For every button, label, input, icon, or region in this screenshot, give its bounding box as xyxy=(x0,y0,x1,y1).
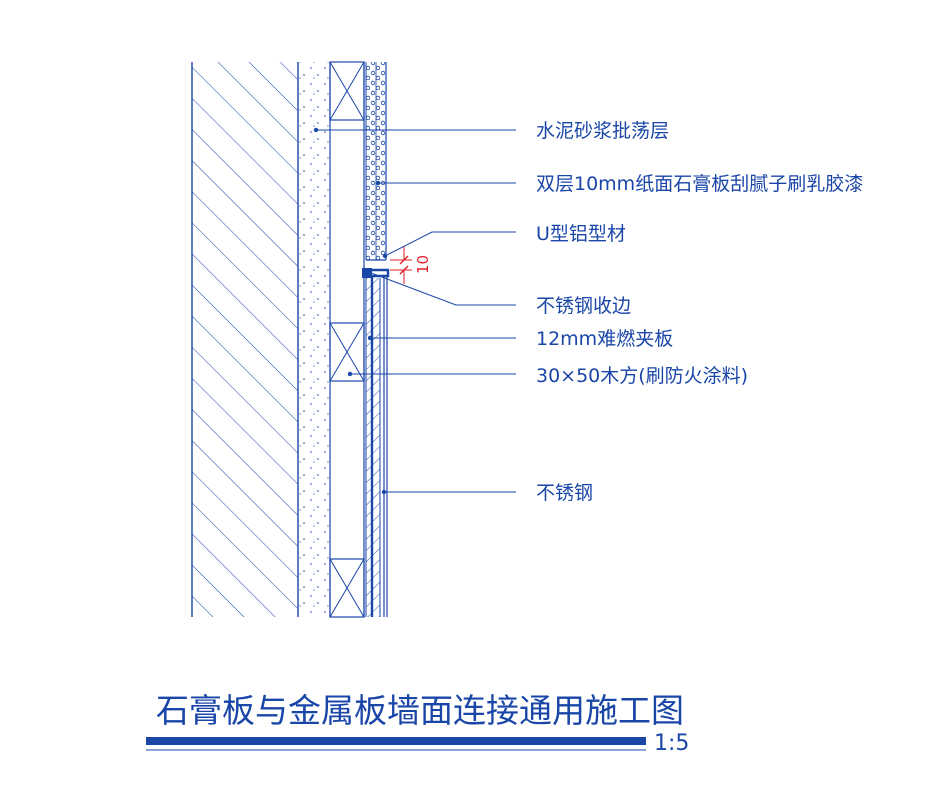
label-gypsum-board: 双层10mm纸面石膏板刮腻子刷乳胶漆 xyxy=(536,172,863,195)
title-underline-thick xyxy=(146,737,646,745)
masonry-wall xyxy=(191,62,299,617)
label-wood-batten: 30×50木方(刷防火涂料) xyxy=(536,365,748,387)
gypsum-board-layer xyxy=(365,62,387,261)
cement-mortar-layer xyxy=(298,62,331,617)
drawing-title: 石膏板与金属板墙面连接通用施工图 xyxy=(156,691,684,730)
label-fire-board: 12mm难燃夹板 xyxy=(536,328,673,350)
stainless-steel-layer xyxy=(383,276,388,617)
dimension-10: 10 xyxy=(390,246,432,284)
leader-lines xyxy=(313,127,516,495)
label-u-aluminum: U型铝型材 xyxy=(536,223,626,245)
label-stainless-steel: 不锈钢 xyxy=(536,482,593,504)
wood-batten-middle xyxy=(329,322,365,382)
wood-batten-top xyxy=(329,61,365,121)
label-cement-mortar: 水泥砂浆批荡层 xyxy=(536,120,669,142)
label-ss-edge: 不锈钢收边 xyxy=(536,295,631,317)
fire-board-layer xyxy=(365,278,381,617)
wood-batten-bottom xyxy=(329,558,365,618)
dimension-label: 10 xyxy=(414,255,432,274)
drawing-scale: 1:5 xyxy=(654,731,689,756)
